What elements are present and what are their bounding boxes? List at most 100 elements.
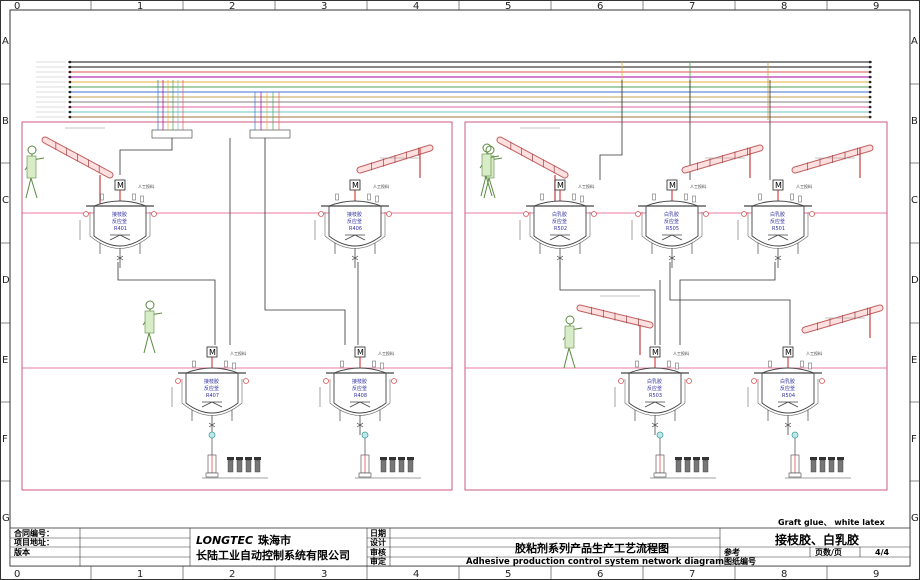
drum-icon (254, 459, 261, 473)
filling-station-2 (355, 431, 421, 479)
motor-label: M (785, 348, 792, 357)
drum-icon (398, 459, 405, 473)
vessel-tag: R501 (772, 226, 785, 232)
interconnect-pipes (117, 80, 791, 345)
project-address-label: 项目地址： (14, 537, 54, 547)
vessel-tag: R504 (782, 393, 795, 399)
grid-row-left-A: A (2, 36, 9, 47)
vessel-name-line2: 反应釜 (647, 385, 662, 392)
grid-col-bottom-2: 2 (229, 569, 235, 580)
grid-col-bottom-8: 8 (781, 569, 787, 580)
grid-row-left-D: D (2, 275, 10, 286)
grid-row-left-B: B (2, 116, 9, 127)
pressure-sensor-icon (686, 378, 692, 384)
grid-row-left-E: E (2, 355, 8, 366)
grid-row-right-G: G (911, 513, 919, 524)
vessel-name-line2: 反应釜 (780, 385, 795, 392)
manual-feed-label: 人工投料 (806, 350, 822, 356)
temp-sensor-icon (523, 211, 529, 217)
grid-col-top-9: 9 (873, 1, 879, 12)
grid-col-bottom-3: 3 (321, 569, 327, 580)
grid-row-right-C: C (911, 195, 918, 206)
condenser-4 (681, 144, 764, 178)
agitator-motor: M (666, 179, 678, 191)
agitator-motor: M (114, 179, 126, 191)
agitator-motor: M (349, 179, 361, 191)
grid-row-right-A: A (911, 36, 918, 47)
agitator-motor: M (354, 346, 366, 358)
motor-label: M (557, 181, 564, 190)
grid-row-right-B: B (911, 116, 918, 127)
grid-col-top-7: 7 (689, 1, 695, 12)
drum-icon (380, 459, 387, 473)
condenser-3 (496, 127, 569, 205)
grid-col-bottom-1: 1 (137, 569, 143, 580)
drum-icon (702, 459, 709, 473)
drum-icon (389, 459, 396, 473)
drum-icon (684, 459, 691, 473)
grid-row-right-D: D (911, 275, 919, 286)
grid-col-top-0: 0 (14, 1, 20, 12)
vessel-tag: R502 (554, 226, 567, 232)
temp-sensor-icon (175, 378, 181, 384)
vessel-name-line1: 白乳胶 (647, 378, 662, 385)
manifold-center (249, 92, 291, 139)
motor-label: M (117, 181, 124, 190)
approve-label: 审定 (370, 556, 386, 566)
vessel-tag: R408 (354, 393, 367, 399)
vessel-name-line2: 反应釜 (770, 218, 785, 225)
vessel-name-line1: 白乳胶 (552, 211, 567, 218)
temp-sensor-icon (323, 378, 329, 384)
product-en: Graft glue、 white latex (778, 518, 886, 527)
vessel-name-line2: 反应釜 (552, 218, 567, 225)
manual-feed-label: 人工投料 (690, 183, 706, 189)
process-area-graft-glue (21, 121, 453, 491)
manual-feed-label: 人工投料 (378, 350, 394, 356)
operator-figure-4 (562, 315, 583, 369)
manual-feed-label: 人工投料 (373, 183, 389, 189)
title-block: 合同编号： 项目地址： 版本 LONGTEC 珠海市 长陆工业自动控制系统有限公… (9, 518, 911, 567)
agitator-motor: M (649, 346, 661, 358)
page-value: 4/4 (875, 548, 889, 557)
date-label: 日期 (370, 528, 386, 538)
manual-feed-label: 人工投料 (796, 183, 812, 189)
temp-sensor-icon (635, 211, 641, 217)
company-city: 珠海市 (258, 533, 291, 547)
company-cn: 长陆工业自动控制系统有限公司 (196, 548, 350, 562)
temp-sensor-icon (83, 211, 89, 217)
version-label: 版本 (13, 547, 30, 557)
grid-col-bottom-7: 7 (689, 569, 695, 580)
condenser-1 (41, 127, 114, 205)
condenser-2 (356, 144, 434, 178)
vessel-name-line2: 反应釜 (204, 385, 219, 392)
filling-station-4 (785, 431, 851, 479)
temp-sensor-icon (618, 378, 624, 384)
review-label: 审核 (370, 547, 386, 557)
operators (24, 143, 583, 369)
agitator-motor: M (206, 346, 218, 358)
pressure-sensor-icon (386, 211, 392, 217)
temp-sensor-icon (318, 211, 324, 217)
pressure-sensor-icon (591, 211, 597, 217)
grid-col-top-5: 5 (505, 1, 511, 12)
manual-feed-label: 人工投料 (673, 350, 689, 356)
design-label: 设计 (370, 537, 386, 547)
grid-col-top-6: 6 (597, 1, 603, 12)
manifold-left (151, 80, 193, 139)
vessel-name-line1: 接枝胶 (112, 211, 127, 218)
inner-border (9, 9, 911, 567)
vessel-tag: R503 (649, 393, 662, 399)
vessel-name-line1: 白乳胶 (770, 211, 785, 218)
grid-col-bottom-0: 0 (14, 569, 20, 580)
condensers (41, 127, 884, 355)
product-cn: 接枝胶、白乳胶 (775, 532, 859, 547)
grid-col-top-1: 1 (137, 1, 143, 12)
